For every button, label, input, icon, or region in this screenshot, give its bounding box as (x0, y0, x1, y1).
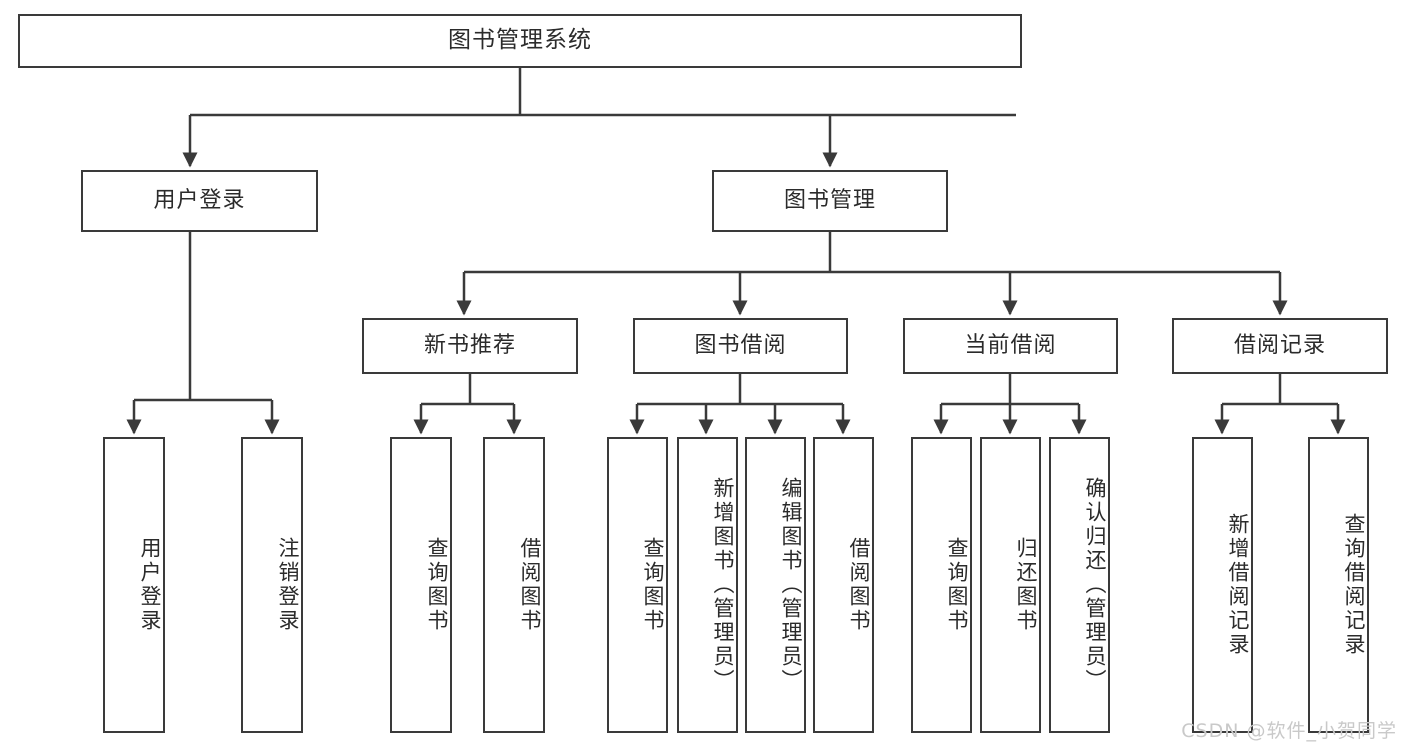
node-leaf-query-book-2[interactable]: 查询图书 (607, 437, 668, 733)
node-borrowing-record[interactable]: 借阅记录 (1172, 318, 1388, 374)
node-leaf-borrow-book-1[interactable]: 借阅图书 (483, 437, 545, 733)
node-leaf-edit-book-admin[interactable]: 编辑图书（管理员） (745, 437, 806, 733)
node-leaf-user-login[interactable]: 用户登录 (103, 437, 165, 733)
node-leaf-borrow-book-2[interactable]: 借阅图书 (813, 437, 874, 733)
node-user-login[interactable]: 用户登录 (81, 170, 318, 232)
csdn-watermark: CSDN @软件_小贺同学 (1181, 720, 1397, 742)
node-leaf-logout[interactable]: 注销登录 (241, 437, 303, 733)
node-root[interactable]: 图书管理系统 (18, 14, 1022, 68)
node-current-borrowing[interactable]: 当前借阅 (903, 318, 1118, 374)
node-book-management[interactable]: 图书管理 (712, 170, 948, 232)
node-leaf-return-book[interactable]: 归还图书 (980, 437, 1041, 733)
node-book-borrowing[interactable]: 图书借阅 (633, 318, 848, 374)
node-leaf-query-borrow-record[interactable]: 查询借阅记录 (1308, 437, 1369, 733)
node-leaf-query-book-1[interactable]: 查询图书 (390, 437, 452, 733)
node-leaf-confirm-return-admin[interactable]: 确认归还（管理员） (1049, 437, 1110, 733)
node-leaf-query-book-3[interactable]: 查询图书 (911, 437, 972, 733)
node-leaf-add-borrow-record[interactable]: 新增借阅记录 (1192, 437, 1253, 733)
node-new-book-recommendation[interactable]: 新书推荐 (362, 318, 578, 374)
node-leaf-add-book-admin[interactable]: 新增图书（管理员） (677, 437, 738, 733)
